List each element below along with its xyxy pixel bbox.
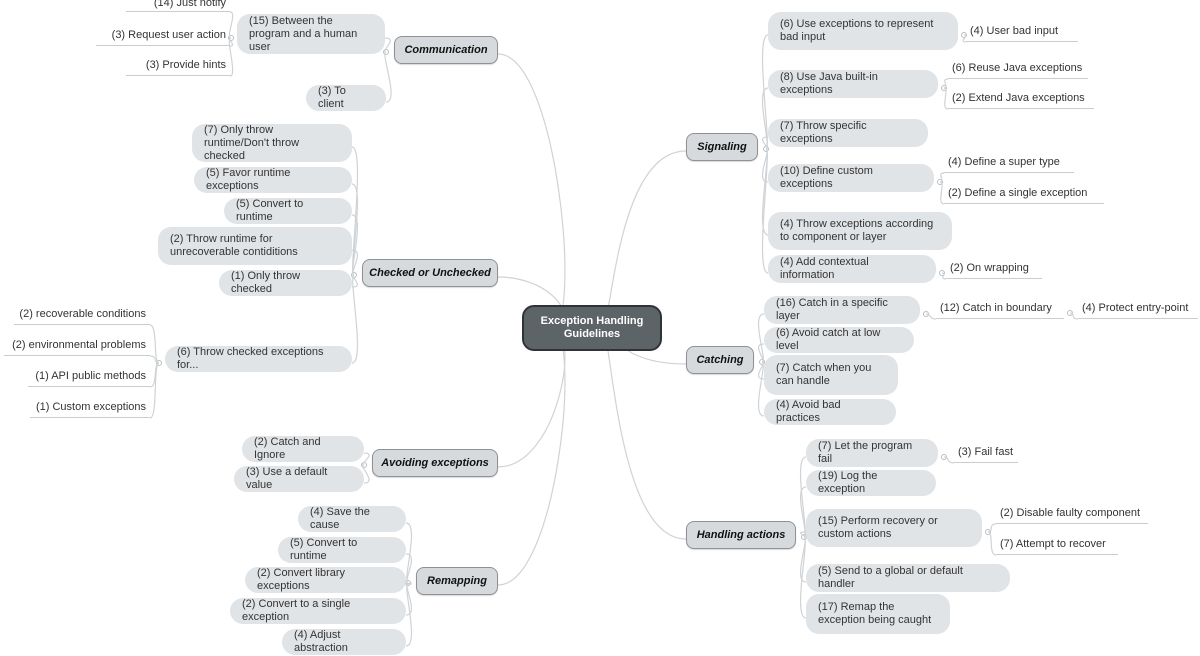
leaf-fail-fast[interactable]: (3) Fail fast xyxy=(954,443,1018,463)
topic-handling-actions[interactable]: Handling actions xyxy=(686,521,796,549)
subtopic-send-to-global-handler[interactable]: (5) Send to a global or default handler xyxy=(806,564,1010,592)
leaf-reuse-java-exceptions[interactable]: (6) Reuse Java exceptions xyxy=(948,59,1088,79)
leaf-catch-in-boundary[interactable]: (12) Catch in boundary xyxy=(936,299,1064,319)
subtopic-remap-convert-to-runtime[interactable]: (5) Convert to runtime xyxy=(278,537,406,563)
leaf-on-wrapping[interactable]: (2) On wrapping xyxy=(946,259,1042,279)
subtopic-represent-bad-input[interactable]: (6) Use exceptions to represent bad inpu… xyxy=(768,12,958,50)
subtopic-only-throw-checked[interactable]: (1) Only throw checked xyxy=(219,270,352,296)
subtopic-use-default-value[interactable]: (3) Use a default value xyxy=(234,466,364,492)
topic-remapping[interactable]: Remapping xyxy=(416,567,498,595)
subtopic-let-program-fail[interactable]: (7) Let the program fail xyxy=(806,439,938,467)
subtopic-between-program-and-human[interactable]: (15) Between the program and a human use… xyxy=(237,14,385,54)
subtopic-convert-single-exception[interactable]: (2) Convert to a single exception xyxy=(230,598,406,624)
leaf-request-user-action[interactable]: (3) Request user action xyxy=(96,26,230,46)
leaf-attempt-to-recover[interactable]: (7) Attempt to recover xyxy=(996,535,1118,555)
subtopic-catch-specific-layer[interactable]: (16) Catch in a specific layer xyxy=(764,296,920,324)
subtopic-to-client[interactable]: (3) To client xyxy=(306,85,386,111)
subtopic-throw-by-component[interactable]: (4) Throw exceptions according to compon… xyxy=(768,212,952,250)
leaf-environmental-problems[interactable]: (2) environmental problems xyxy=(4,336,150,356)
leaf-recoverable-conditions[interactable]: (2) recoverable conditions xyxy=(14,305,150,325)
leaf-just-notify[interactable]: (14) Just notify xyxy=(126,0,230,12)
leaf-extend-java-exceptions[interactable]: (2) Extend Java exceptions xyxy=(948,89,1094,109)
leaf-disable-faulty-component[interactable]: (2) Disable faulty component xyxy=(996,504,1148,524)
subtopic-throw-specific-exceptions[interactable]: (7) Throw specific exceptions xyxy=(768,119,928,147)
subtopic-avoid-catch-low-level[interactable]: (6) Avoid catch at low level xyxy=(764,327,914,353)
subtopic-only-throw-runtime[interactable]: (7) Only throw runtime/Don't throw check… xyxy=(192,124,352,162)
leaf-provide-hints[interactable]: (3) Provide hints xyxy=(126,56,230,76)
subtopic-catch-when-can-handle[interactable]: (7) Catch when you can handle xyxy=(764,355,898,395)
leaf-define-single-exception[interactable]: (2) Define a single exception xyxy=(944,184,1104,204)
subtopic-catch-and-ignore[interactable]: (2) Catch and Ignore xyxy=(242,436,364,462)
topic-avoiding-exceptions[interactable]: Avoiding exceptions xyxy=(372,449,498,477)
leaf-user-bad-input[interactable]: (4) User bad input xyxy=(966,22,1078,42)
subtopic-save-the-cause[interactable]: (4) Save the cause xyxy=(298,506,406,532)
subtopic-perform-recovery[interactable]: (15) Perform recovery or custom actions xyxy=(806,509,982,547)
subtopic-throw-runtime-unrecoverable[interactable]: (2) Throw runtime for unrecoverable cont… xyxy=(158,227,352,265)
subtopic-convert-library-exceptions[interactable]: (2) Convert library exceptions xyxy=(245,567,406,593)
subtopic-throw-checked-for[interactable]: (6) Throw checked exceptions for... xyxy=(165,346,352,372)
topic-signaling[interactable]: Signaling xyxy=(686,133,758,161)
leaf-protect-entry-point[interactable]: (4) Protect entry-point xyxy=(1078,299,1198,319)
subtopic-adjust-abstraction[interactable]: (4) Adjust abstraction xyxy=(282,629,406,655)
subtopic-remap-exception-caught[interactable]: (17) Remap the exception being caught xyxy=(806,594,950,634)
leaf-api-public-methods[interactable]: (1) API public methods xyxy=(28,367,150,387)
leaf-define-super-type[interactable]: (4) Define a super type xyxy=(944,153,1074,173)
subtopic-favor-runtime[interactable]: (5) Favor runtime exceptions xyxy=(194,167,352,193)
topic-checked-or-unchecked[interactable]: Checked or Unchecked xyxy=(362,259,498,287)
leaf-custom-exceptions[interactable]: (1) Custom exceptions xyxy=(30,398,150,418)
subtopic-define-custom-exceptions[interactable]: (10) Define custom exceptions xyxy=(768,164,934,192)
topic-communication[interactable]: Communication xyxy=(394,36,498,64)
central-topic[interactable]: Exception Handling Guidelines xyxy=(522,305,662,351)
subtopic-log-the-exception[interactable]: (19) Log the exception xyxy=(806,470,936,496)
subtopic-java-builtin-exceptions[interactable]: (8) Use Java built-in exceptions xyxy=(768,70,938,98)
subtopic-add-contextual-info[interactable]: (4) Add contextual information xyxy=(768,255,936,283)
subtopic-avoid-bad-practices[interactable]: (4) Avoid bad practices xyxy=(764,399,896,425)
subtopic-convert-to-runtime[interactable]: (5) Convert to runtime xyxy=(224,198,352,224)
topic-catching[interactable]: Catching xyxy=(686,346,754,374)
